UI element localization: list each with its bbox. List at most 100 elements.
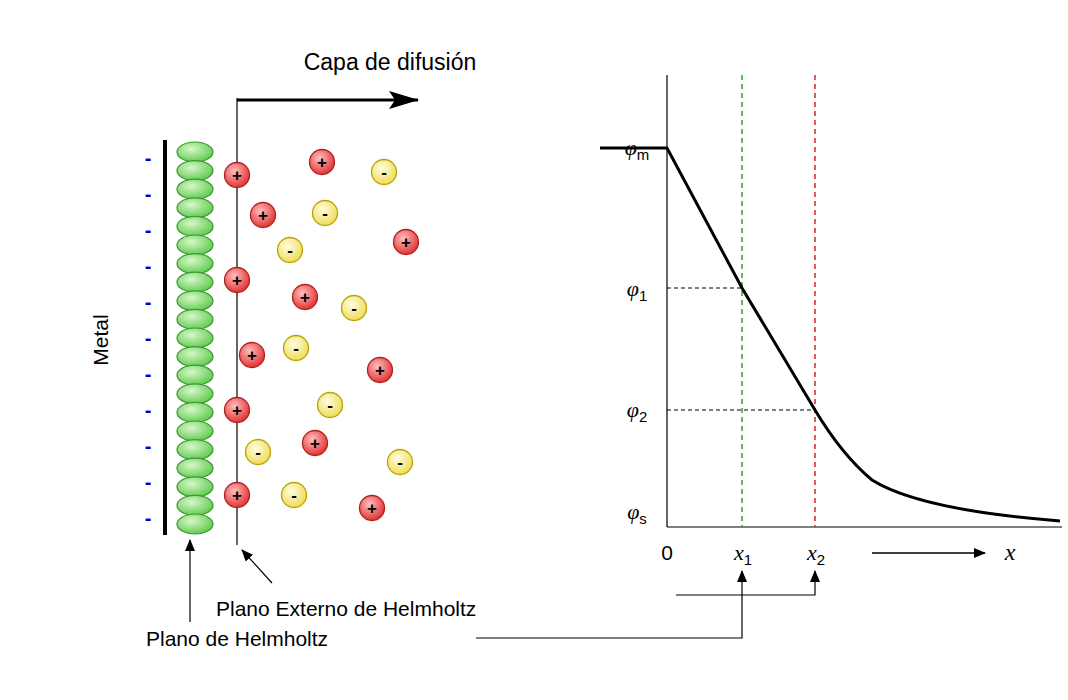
ion-charge: +: [232, 487, 242, 504]
surface-charge: -: [145, 364, 152, 384]
ion-charge: +: [367, 500, 377, 517]
leader-line: [242, 550, 272, 583]
anion: -: [276, 236, 304, 264]
x-direction-arrow: [872, 552, 985, 554]
ion-charge: +: [401, 234, 411, 251]
ion-charge: -: [397, 454, 403, 471]
surface-charge: -: [145, 472, 152, 492]
adsorbed-molecule: [177, 440, 213, 460]
ion-charge: +: [375, 362, 385, 379]
axis-name: x: [1005, 540, 1016, 564]
adsorbed-molecule: [177, 142, 213, 162]
adsorbed-molecule: [177, 309, 213, 329]
axis-value: φ2: [627, 399, 648, 421]
axis-value: φs: [627, 501, 647, 523]
cation: +: [358, 494, 386, 522]
adsorbed-molecule: [177, 235, 213, 255]
cation: +: [223, 481, 251, 509]
adsorbed-molecule: [177, 402, 213, 422]
ion-charge: +: [232, 272, 242, 289]
ion-charge: -: [322, 205, 328, 222]
surface-charge: -: [145, 400, 152, 420]
surface-charge: -: [145, 256, 152, 276]
anion: -: [244, 438, 272, 466]
adsorbed-molecule: [177, 254, 213, 274]
leader-line: [676, 571, 815, 595]
cation: +: [249, 201, 277, 229]
cation: +: [223, 396, 251, 424]
ion-charge: +: [317, 154, 327, 171]
leader-line: [189, 540, 190, 622]
surface-charge: -: [145, 220, 152, 240]
axis-tick: x1: [734, 542, 752, 564]
cation: +: [366, 356, 394, 384]
adsorbed-molecule: [177, 421, 213, 441]
axis-tick: 0: [661, 542, 673, 563]
adsorbed-layer: [177, 142, 213, 534]
ion-charge: +: [247, 347, 257, 364]
adsorbed-molecule: [177, 161, 213, 181]
phi1-guide: [667, 288, 742, 289]
surface-charge: -: [145, 184, 152, 204]
anion: -: [370, 158, 398, 186]
anion: -: [340, 294, 368, 322]
ion-charge: +: [232, 167, 242, 184]
anion: -: [280, 481, 308, 509]
axis-value: φm: [625, 137, 650, 159]
adsorbed-molecule: [177, 328, 213, 348]
anion: -: [386, 448, 414, 476]
potential-curve: [600, 148, 1060, 521]
cation: +: [392, 228, 420, 256]
section-title: Capa de difusión: [304, 51, 477, 74]
adsorbed-molecule: [177, 384, 213, 404]
surface-charge: -: [145, 292, 152, 312]
axis-tick: x2: [807, 542, 825, 564]
phi2-guide: [667, 410, 815, 411]
cation: +: [223, 266, 251, 294]
ion-charge: -: [381, 164, 387, 181]
ion-charge: +: [232, 402, 242, 419]
ion-charge: +: [310, 435, 320, 452]
ion-charge: -: [327, 397, 333, 414]
x1-guide: [741, 75, 743, 527]
adsorbed-molecule: [177, 198, 213, 218]
ion-charge: -: [255, 444, 261, 461]
adsorbed-molecule: [177, 272, 213, 292]
side-label: Metal: [90, 314, 111, 365]
adsorbed-molecule: [177, 365, 213, 385]
adsorbed-molecule: [177, 179, 213, 199]
adsorbed-molecule: [177, 514, 213, 534]
ion-charge: +: [258, 207, 268, 224]
surface-charge: -: [145, 328, 152, 348]
cation: +: [308, 148, 336, 176]
leader-line: [476, 571, 742, 638]
cation: +: [223, 161, 251, 189]
axis-value: φ1: [627, 278, 648, 300]
metal-surface: [163, 140, 167, 535]
ion-charge: -: [351, 300, 357, 317]
anion: -: [316, 391, 344, 419]
surface-charge: -: [145, 508, 152, 528]
adsorbed-molecule: [177, 495, 213, 515]
x-axis: [667, 526, 1062, 527]
anion: -: [282, 334, 310, 362]
anion: -: [311, 199, 339, 227]
callout-label: Plano de Helmholtz: [146, 628, 328, 649]
x2-guide: [814, 75, 816, 527]
surface-charge: -: [145, 436, 152, 456]
ion-charge: +: [300, 289, 310, 306]
surface-charge: -: [145, 148, 152, 168]
adsorbed-molecule: [177, 291, 213, 311]
cation: +: [238, 341, 266, 369]
ion-charge: -: [287, 242, 293, 259]
adsorbed-molecule: [177, 347, 213, 367]
adsorbed-molecule: [177, 216, 213, 236]
adsorbed-molecule: [177, 477, 213, 497]
callout-label: Plano Externo de Helmholtz: [216, 598, 476, 619]
adsorbed-molecule: [177, 458, 213, 478]
cation: +: [301, 429, 329, 457]
cation: +: [291, 283, 319, 311]
ion-charge: -: [291, 487, 297, 504]
